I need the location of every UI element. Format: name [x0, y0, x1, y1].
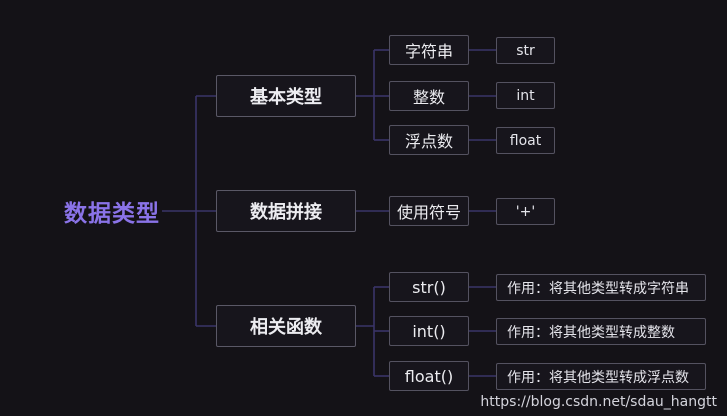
- node-float: 浮点数: [389, 125, 469, 155]
- node-string: 字符串: [389, 35, 469, 65]
- leaf-float: float: [496, 127, 555, 154]
- leaf-str: str: [496, 37, 555, 64]
- category-basic-types: 基本类型: [216, 75, 356, 117]
- node-int-func: int(): [389, 316, 469, 346]
- leaf-plus-symbol: '+': [496, 198, 555, 225]
- category-related-functions: 相关函数: [216, 305, 356, 347]
- leaf-int-description: 作用：将其他类型转成整数: [496, 318, 706, 345]
- node-str-func: str(): [389, 272, 469, 302]
- node-integer: 整数: [389, 81, 469, 111]
- category-data-concat: 数据拼接: [216, 190, 356, 232]
- node-float-func: float(): [389, 361, 469, 391]
- leaf-float-description: 作用：将其他类型转成浮点数: [496, 363, 706, 390]
- node-use-symbol: 使用符号: [389, 196, 469, 226]
- watermark-url: https://blog.csdn.net/sdau_hangtt: [480, 394, 717, 410]
- leaf-int: int: [496, 82, 555, 109]
- root-node: 数据类型: [64, 201, 160, 227]
- leaf-str-description: 作用：将其他类型转成字符串: [496, 274, 706, 301]
